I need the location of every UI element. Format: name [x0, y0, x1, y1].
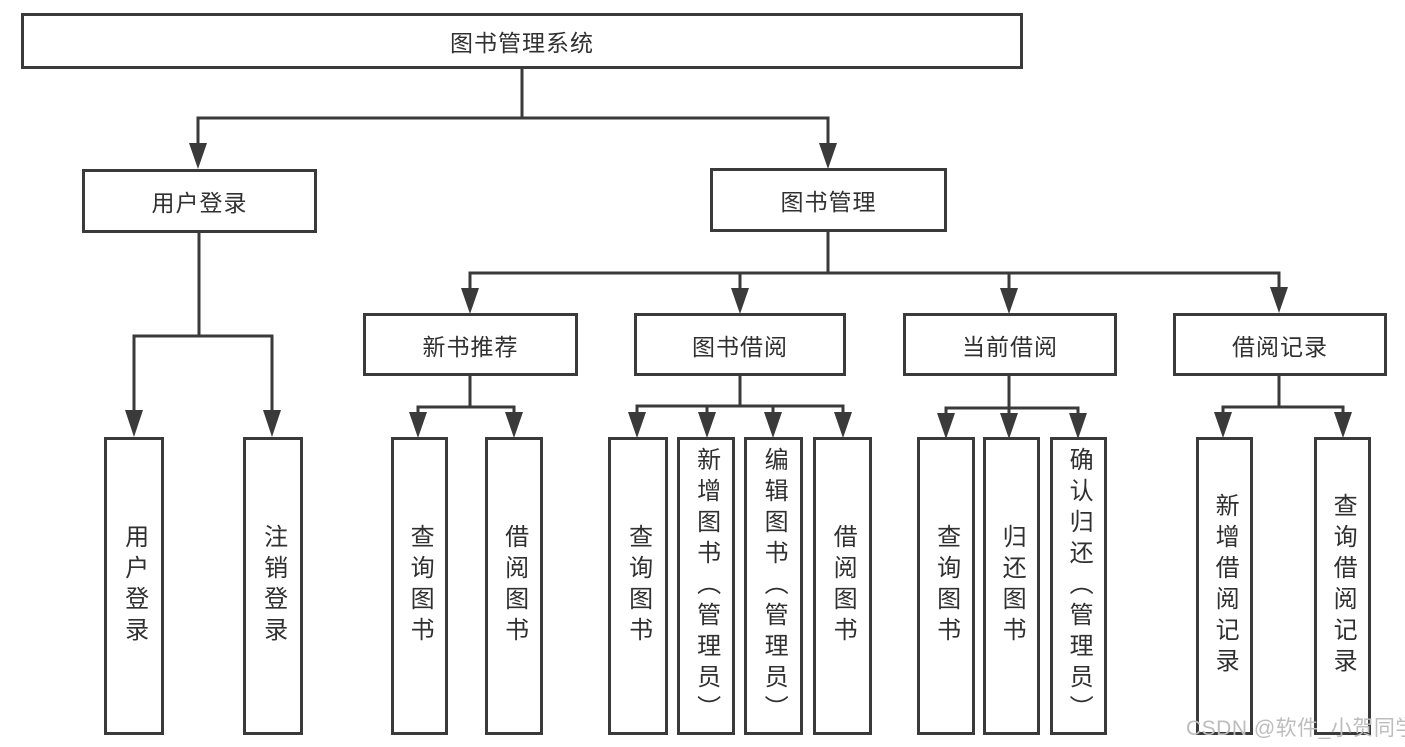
leaf-label: 归还图书 [998, 524, 1026, 648]
leaf-query-books-borrowing: 查询图书 [608, 437, 668, 735]
node-book-management: 图书管理 [710, 168, 947, 232]
node-label: 图书借阅 [692, 333, 788, 360]
node-label: 借阅记录 [1232, 333, 1328, 360]
leaf-return-books: 归还图书 [983, 437, 1040, 735]
leaf-query-books-current: 查询图书 [917, 437, 975, 735]
leaf-label: 查询借阅记录 [1329, 493, 1357, 679]
node-library-management-system: 图书管理系统 [21, 13, 1023, 69]
leaf-label: 借阅图书 [500, 524, 528, 648]
leaf-label: 新增借阅记录 [1211, 493, 1239, 679]
leaf-label: 编辑图书（管理员） [760, 446, 788, 726]
leaf-borrow-books-recommend: 借阅图书 [485, 437, 543, 735]
leaf-logout: 注销登录 [243, 437, 303, 735]
leaf-borrow-books-borrowing: 借阅图书 [813, 437, 872, 735]
leaf-confirm-return-admin: 确认归还（管理员） [1050, 437, 1107, 735]
node-label: 图书管理系统 [450, 30, 594, 56]
leaf-query-borrow-record: 查询借阅记录 [1314, 437, 1371, 735]
leaf-label: 查询图书 [406, 524, 434, 648]
node-label: 当前借阅 [962, 333, 1058, 360]
leaf-label: 注销登录 [259, 524, 287, 648]
leaf-label: 确认归还（管理员） [1065, 446, 1093, 726]
leaf-label: 借阅图书 [829, 524, 857, 648]
leaf-label: 新增图书（管理员） [692, 446, 720, 726]
node-label: 新书推荐 [422, 333, 519, 360]
leaf-label: 查询图书 [932, 524, 960, 648]
leaf-edit-books-admin: 编辑图书（管理员） [744, 437, 803, 735]
leaf-label: 查询图书 [624, 524, 652, 648]
node-book-borrowing: 图书借阅 [634, 313, 846, 376]
arrowhead-icons [125, 143, 1352, 439]
leaf-query-books-recommend: 查询图书 [391, 437, 448, 735]
node-borrowing-records: 借阅记录 [1173, 313, 1387, 376]
leaf-add-books-admin: 新增图书（管理员） [677, 437, 735, 735]
node-user-login: 用户登录 [82, 169, 317, 233]
node-label: 图书管理 [780, 189, 877, 215]
node-label: 用户登录 [151, 190, 248, 216]
leaf-add-borrow-record: 新增借阅记录 [1196, 437, 1253, 735]
node-current-borrowing: 当前借阅 [903, 313, 1117, 376]
leaf-user-login: 用户登录 [104, 437, 164, 735]
node-new-book-recommendation: 新书推荐 [363, 313, 578, 376]
leaf-label: 用户登录 [120, 524, 148, 648]
watermark: CSDN @软件_小贺同学 [1186, 717, 1405, 740]
